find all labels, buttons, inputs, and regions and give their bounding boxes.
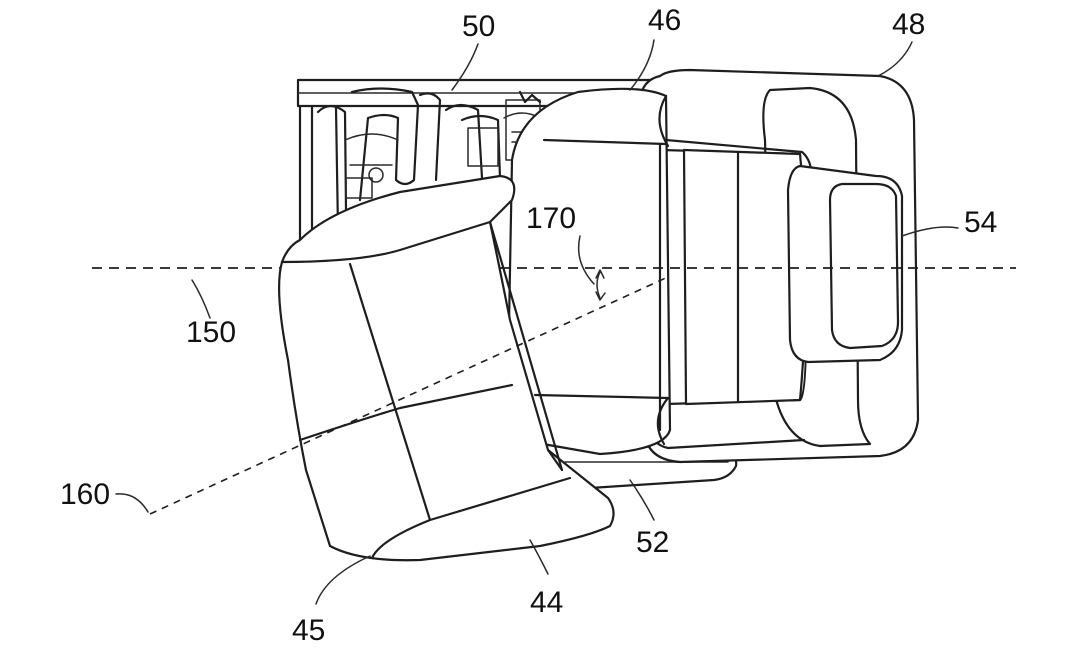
label-54: 54 (964, 206, 997, 239)
label-45: 45 (292, 614, 325, 647)
label-170: 170 (526, 202, 576, 235)
label-52: 52 (636, 526, 669, 559)
rotated-seat-cushion (278, 174, 615, 562)
label-44: 44 (530, 586, 563, 619)
label-50: 50 (462, 10, 495, 43)
label-150: 150 (186, 316, 236, 349)
label-160: 160 (60, 478, 110, 511)
rotated-axis-160 (149, 275, 671, 515)
leader-lines (115, 39, 959, 605)
label-46: 46 (648, 4, 681, 37)
rotation-angle-arrow-icon (577, 235, 606, 301)
headrest (786, 164, 904, 364)
label-48: 48 (892, 8, 925, 41)
